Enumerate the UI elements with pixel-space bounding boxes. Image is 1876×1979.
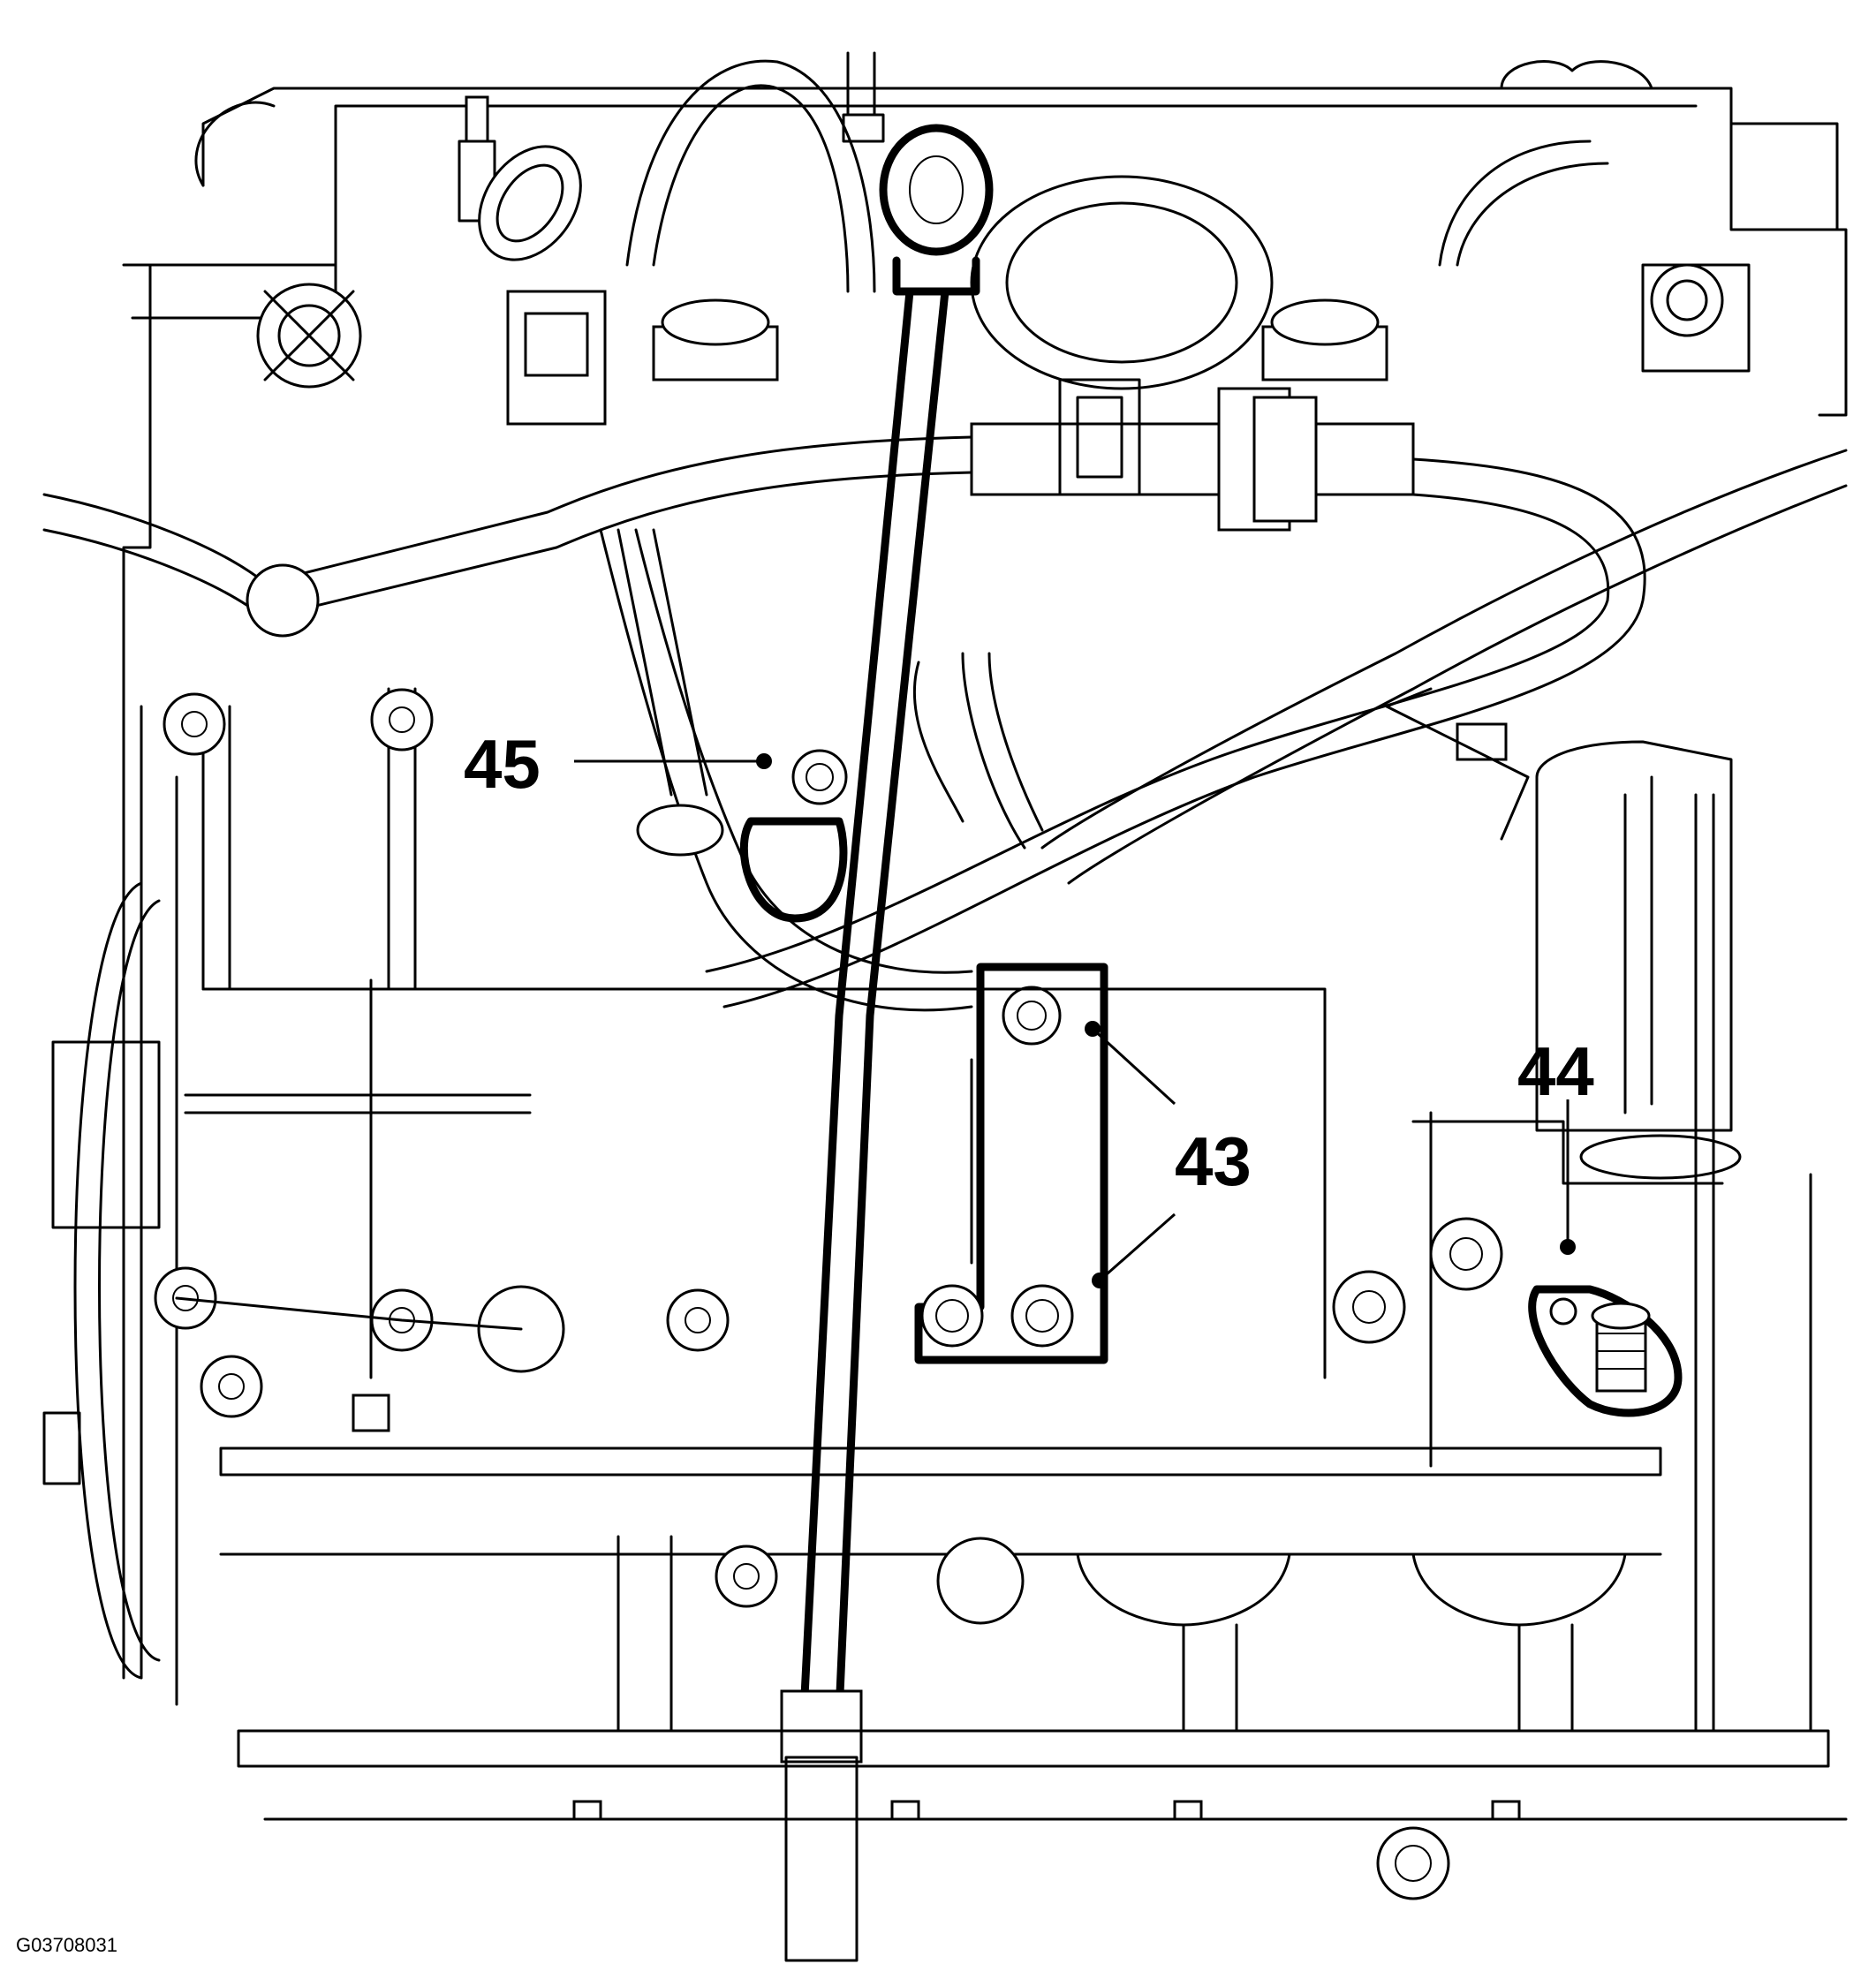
leader-43-lower: [1099, 1212, 1176, 1282]
fuel-rail: [970, 378, 1415, 532]
upper-tube-clip: [739, 749, 848, 923]
hoses: [42, 59, 1848, 1012]
callout-45: 45: [464, 725, 541, 803]
tube-bracket: [914, 963, 1108, 1364]
oil-level-indicator: [780, 124, 994, 1962]
leader-45-dot: [756, 753, 772, 769]
leader-44-dot: [1560, 1239, 1576, 1255]
leader-43-upper-dot: [1085, 1021, 1101, 1037]
callout-44: 44: [1517, 1032, 1594, 1110]
callout-43: 43: [1175, 1122, 1252, 1200]
leader-43-upper: [1091, 1027, 1176, 1106]
callout-leaders: [574, 753, 1576, 1288]
leader-43-lower-dot: [1092, 1273, 1108, 1288]
cylinder-head: [122, 51, 1848, 691]
callout-labels: 45 43 44: [464, 725, 1594, 1200]
engine-block: [42, 687, 1848, 1900]
figure-id-code: G03708031: [16, 1934, 117, 1956]
lower-tube-bolt: [1528, 1285, 1683, 1417]
